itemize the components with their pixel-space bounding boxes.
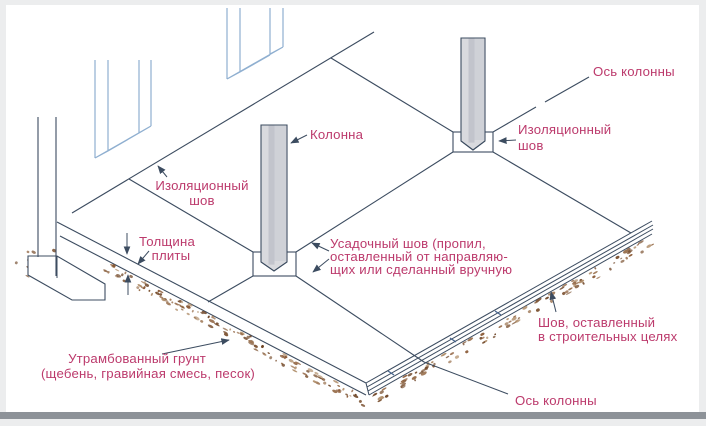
wall (37, 117, 57, 276)
label-soil-1: Утрамбованный грунт (68, 351, 206, 366)
label-shrink-3: щих или сделанный вручную (330, 262, 512, 277)
column-center (260, 124, 288, 272)
front-left-top-arris (56, 221, 367, 384)
front-right-edge-3 (367, 228, 654, 392)
leader-constr-joint (549, 291, 557, 313)
transverse-joint-right-nw (330, 57, 454, 133)
label-shrink-1: Усадочный шов (пропил, (330, 236, 486, 251)
drawing-panel (6, 5, 699, 412)
front-right-edge-2 (366, 224, 654, 388)
label-column: Колонна (310, 127, 364, 142)
leader-column (290, 134, 308, 144)
bottom-bar (0, 412, 706, 419)
label-thickness-2: плиты (152, 248, 191, 263)
label-soil-2: (щебень, гравийная смесь, песок) (41, 366, 255, 381)
slab-joints (128, 57, 632, 363)
label-constr-2: в строительных целях (538, 329, 678, 344)
label-constr-1: Шов, оставленный (538, 315, 655, 330)
transverse-joint-center-nw (128, 178, 254, 253)
wall-isolation-joint-line (71, 31, 375, 214)
blue-frame-lower (94, 60, 152, 159)
label-iso-right-1: Изоляционный (518, 122, 611, 137)
diagram-labels: Ось колонны Колонна Изоляционный шов Изо… (41, 64, 678, 408)
blue-frame-upper (226, 8, 284, 80)
front-corner-edge (365, 382, 370, 396)
leader-lines (157, 134, 557, 395)
leader-iso-right (498, 137, 517, 144)
slab-outline (56, 31, 654, 396)
front-right-edge-1 (365, 220, 653, 384)
longitudinal-joint (295, 151, 454, 253)
label-iso-left-1: Изоляционный (155, 178, 248, 193)
dimension-thickness (123, 233, 150, 295)
column-axis-line (492, 76, 590, 133)
leader-soil (161, 338, 230, 355)
soil-texture (14, 240, 654, 407)
leader-shrink-upper (311, 242, 330, 252)
longitudinal-joint-sw (207, 275, 254, 303)
front-left-bottom-arris (59, 235, 367, 396)
leader-shrink-lower (312, 258, 330, 273)
label-shrink-2: оставленный от направляю- (330, 249, 508, 264)
leader-iso-left (157, 165, 168, 178)
blue-wall-frames (94, 8, 284, 159)
column-right (460, 37, 486, 151)
label-iso-right-2: шов (518, 138, 544, 153)
label-thickness-1: Толщина (139, 234, 195, 249)
transverse-joint-center-se (295, 275, 425, 363)
edge-tick-marks (387, 310, 502, 376)
label-axis-top: Ось колонны (593, 64, 675, 79)
label-axis-bottom: Ось колонны (515, 393, 597, 408)
transverse-joint-right-se (492, 151, 632, 234)
front-right-edge-4 (368, 233, 653, 396)
label-iso-left-2: шов (189, 193, 215, 208)
leader-axis-bottom (423, 361, 509, 395)
